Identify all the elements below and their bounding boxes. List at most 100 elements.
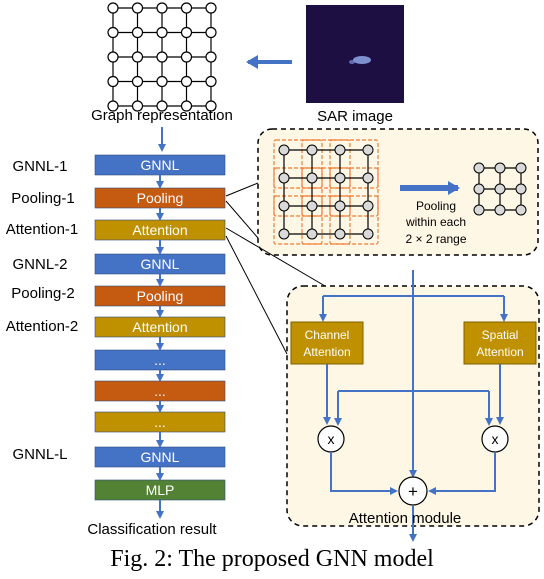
- attention-module-panel: Channel Attention Spatial Attention x x …: [286, 270, 540, 542]
- pool-node: [334, 144, 346, 156]
- graph-node: [180, 75, 193, 88]
- right-to-add-arrow: [428, 452, 496, 495]
- graph-node: [131, 75, 144, 88]
- graph-node: [180, 2, 193, 14]
- pooling-input-graph: [273, 139, 379, 245]
- pooling-group: [329, 195, 379, 245]
- label-gnnl-l: GNNL-L: [12, 446, 67, 463]
- graph-node: [205, 2, 217, 14]
- pool-out-node: [473, 183, 485, 195]
- graph-node: [107, 2, 119, 14]
- pooling-group: [273, 167, 323, 217]
- graph-node: [107, 75, 119, 88]
- label-pooling-1: Pooling-1: [11, 190, 74, 207]
- block-label: ...: [154, 414, 166, 430]
- sar-image-label: SAR image: [317, 108, 393, 125]
- block-label: GNNL: [141, 157, 180, 173]
- spatial-attention-line1: Spatial: [482, 328, 519, 342]
- pool-node: [278, 172, 290, 184]
- pooling-group: [273, 195, 323, 245]
- stack-labels: GNNL-1 Pooling-1 Attention-1 GNNL-2 Pool…: [6, 158, 79, 463]
- graph-node: [180, 100, 193, 112]
- label-pooling-2: Pooling-2: [11, 285, 74, 302]
- attention-module-label: Attention module: [349, 510, 462, 527]
- pooling-detail-panel: Pooling within each 2 × 2 range: [257, 128, 539, 256]
- label-gnnl-1: GNNL-1: [12, 158, 67, 175]
- pool-node: [306, 228, 318, 240]
- block-label: Attention: [132, 222, 187, 238]
- graph-node: [107, 26, 119, 39]
- block-label: Pooling: [137, 288, 184, 304]
- block-label: GNNL: [141, 256, 180, 272]
- label-attention-2: Attention-2: [6, 318, 79, 335]
- add-node: [398, 476, 428, 506]
- graph-node: [180, 51, 193, 63]
- graph-node: [156, 75, 168, 88]
- figure-caption: Fig. 2: The proposed GNN model: [110, 546, 434, 572]
- graph-node: [205, 51, 217, 63]
- attention-callout-bottom: [225, 235, 288, 355]
- graph-node: [156, 100, 168, 112]
- pooling-callout-top: [225, 182, 259, 197]
- pool-out-node: [494, 183, 506, 195]
- pool-node: [362, 228, 374, 240]
- graph-node: [107, 100, 119, 112]
- graph-node: [205, 26, 217, 39]
- graph-node: [107, 51, 119, 63]
- channel-attention-line1: Channel: [305, 328, 350, 342]
- pool-node: [334, 172, 346, 184]
- block-label: Pooling: [137, 190, 184, 206]
- right-multiply-symbol: x: [492, 431, 499, 447]
- pool-node: [362, 200, 374, 212]
- block-label: MLP: [146, 482, 175, 498]
- block-label: ...: [154, 383, 166, 399]
- label-attention-1: Attention-1: [6, 221, 79, 238]
- sar-image: [306, 5, 404, 103]
- pool-node: [278, 228, 290, 240]
- spatial-attention-line2: Attention: [476, 345, 523, 359]
- pool-out-node: [515, 183, 527, 195]
- pool-node: [362, 172, 374, 184]
- pool-node: [278, 144, 290, 156]
- pooling-text-line1: Pooling: [416, 199, 456, 213]
- pool-out-node: [515, 204, 527, 216]
- graph-node: [180, 26, 193, 39]
- pool-out-node: [494, 204, 506, 216]
- pool-out-node: [515, 162, 527, 174]
- spatial-attention-box: [463, 321, 537, 365]
- graph-representation: [107, 2, 217, 112]
- layer-stack: GNNLPoolingAttentionGNNLPoolingAttention…: [94, 154, 226, 519]
- pooling-group: [273, 139, 323, 189]
- graph-node: [131, 100, 144, 112]
- pooling-text-line3: 2 × 2 range: [405, 232, 466, 246]
- graph-node: [131, 2, 144, 14]
- classification-result-label: Classification result: [87, 521, 217, 538]
- graph-node: [156, 2, 168, 14]
- graph-representation-label: Graph representation: [91, 107, 233, 124]
- attention-callout-top: [225, 227, 326, 287]
- pooling-output-graph: [473, 162, 527, 216]
- pooling-group: [301, 139, 351, 189]
- pooling-group: [301, 195, 351, 245]
- pool-node: [306, 172, 318, 184]
- pool-node: [334, 228, 346, 240]
- pool-out-node: [494, 162, 506, 174]
- pooling-text-line2: within each: [405, 215, 466, 229]
- add-symbol: +: [408, 482, 418, 501]
- pool-out-node: [473, 162, 485, 174]
- graph-node: [156, 51, 168, 63]
- graph-node: [131, 51, 144, 63]
- pool-node: [306, 200, 318, 212]
- left-to-add-arrow: [330, 452, 398, 495]
- graph-node: [205, 100, 217, 112]
- pool-node: [362, 144, 374, 156]
- left-multiply-symbol: x: [328, 431, 335, 447]
- graph-node: [156, 26, 168, 39]
- block-label: GNNL: [141, 449, 180, 465]
- block-label: Attention: [132, 319, 187, 335]
- channel-attention-box: [290, 321, 364, 365]
- pooling-group: [329, 167, 379, 217]
- label-gnnl-2: GNNL-2: [12, 256, 67, 273]
- pool-node: [334, 200, 346, 212]
